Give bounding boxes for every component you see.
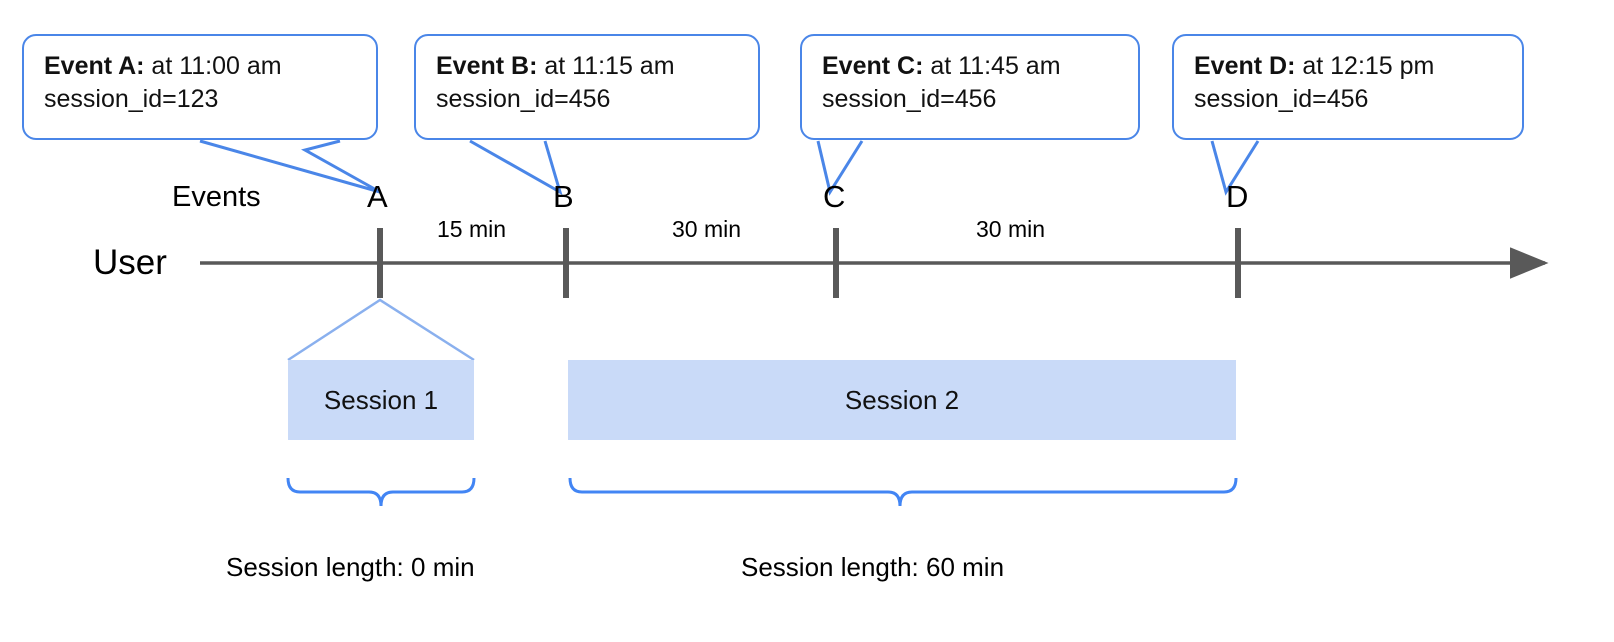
gap-label-c-to-d: 30 min	[976, 216, 1046, 242]
callout-d-session: session_id=456	[1194, 85, 1369, 113]
session-1-length-label: Session length: 0 min	[226, 552, 475, 582]
row-label-events: Events	[172, 181, 261, 213]
callout-b-session: session_id=456	[436, 85, 611, 113]
callout-a-time: at 11:00 am	[144, 52, 282, 80]
brace-session-2	[568, 477, 1238, 507]
session-1-label: Session 1	[323, 384, 439, 415]
session-bar-1[interactable]: Session 1	[288, 360, 474, 440]
callout-a-session: session_id=123	[44, 85, 219, 113]
callout-b-time: at 11:15 am	[537, 52, 675, 80]
callout-a-lead: Event A:	[44, 52, 145, 80]
tick-label-d: D	[1226, 179, 1249, 214]
callout-event-a[interactable]: Event A: at 11:00 am session_id=123	[22, 34, 378, 140]
callout-b-lead: Event B:	[436, 52, 538, 80]
callout-d-lead: Event D:	[1194, 52, 1296, 80]
tick-label-a: A	[367, 179, 388, 214]
session-2-length-label: Session length: 60 min	[741, 552, 1005, 582]
tick-label-b: B	[553, 179, 574, 214]
callout-d-time: at 12:15 pm	[1295, 52, 1435, 80]
tick-label-c: C	[823, 179, 846, 214]
session-1-connector	[287, 298, 475, 362]
callout-c-session: session_id=456	[822, 85, 997, 113]
callout-event-b[interactable]: Event B: at 11:15 am session_id=456	[414, 34, 760, 140]
brace-session-1	[286, 477, 476, 507]
callout-event-d[interactable]: Event D: at 12:15 pm session_id=456	[1172, 34, 1524, 140]
leader-line-b	[469, 139, 563, 196]
row-label-user: User	[93, 243, 167, 282]
callout-c-lead: Event C:	[822, 52, 924, 80]
gap-label-b-to-c: 30 min	[672, 216, 742, 242]
session-bar-2[interactable]: Session 2	[568, 360, 1236, 440]
session-2-label: Session 2	[844, 384, 960, 415]
callout-c-time: at 11:45 am	[923, 52, 1061, 80]
gap-label-a-to-b: 15 min	[437, 216, 507, 242]
callout-event-c[interactable]: Event C: at 11:45 am session_id=456	[800, 34, 1140, 140]
